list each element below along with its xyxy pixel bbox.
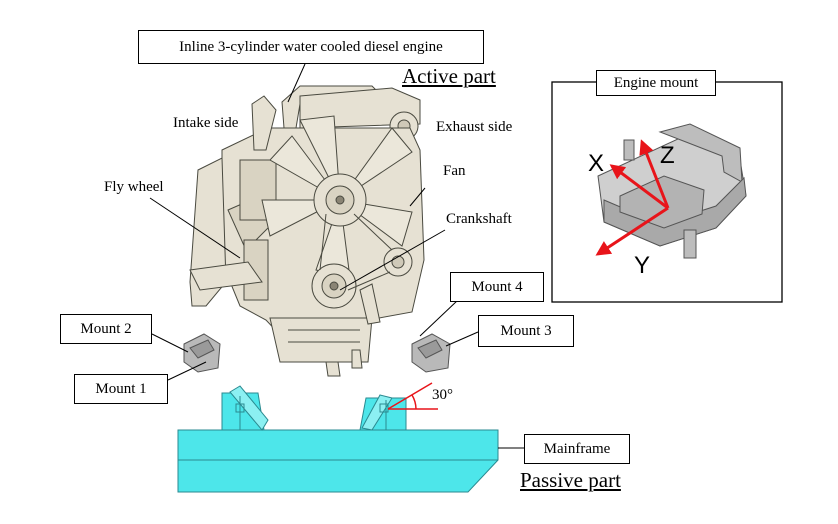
intake-side-label: Intake side (173, 115, 239, 131)
engine-title-label: Inline 3-cylinder water cooled diesel en… (138, 30, 484, 64)
axis-z-label: Z (660, 142, 675, 169)
active-part-label: Active part (402, 64, 496, 88)
angle-label: 30° (432, 387, 453, 403)
leader-lines (149, 63, 524, 449)
passive-part-label: Passive part (520, 468, 621, 492)
mount-2-label: Mount 2 (60, 314, 152, 344)
exhaust-side-label: Exhaust side (436, 119, 513, 135)
engine-drawing (189, 85, 425, 377)
mount-1-label: Mount 1 (74, 374, 168, 404)
mainframe-label: Mainframe (524, 434, 630, 464)
axis-y-label: Y (634, 252, 651, 279)
crankshaft-label: Crankshaft (446, 211, 512, 227)
fly-wheel-label: Fly wheel (104, 179, 164, 195)
mount-3-label: Mount 3 (478, 315, 574, 347)
inset-axes (595, 139, 670, 256)
angle-marker (387, 382, 438, 410)
mount-2-drawing (183, 333, 221, 373)
inset-title: Engine mount (596, 70, 716, 96)
axis-x-label: X (588, 150, 605, 177)
fan-label: Fan (443, 163, 466, 179)
mount-3-drawing (411, 333, 451, 373)
mount-4-label: Mount 4 (450, 272, 544, 302)
